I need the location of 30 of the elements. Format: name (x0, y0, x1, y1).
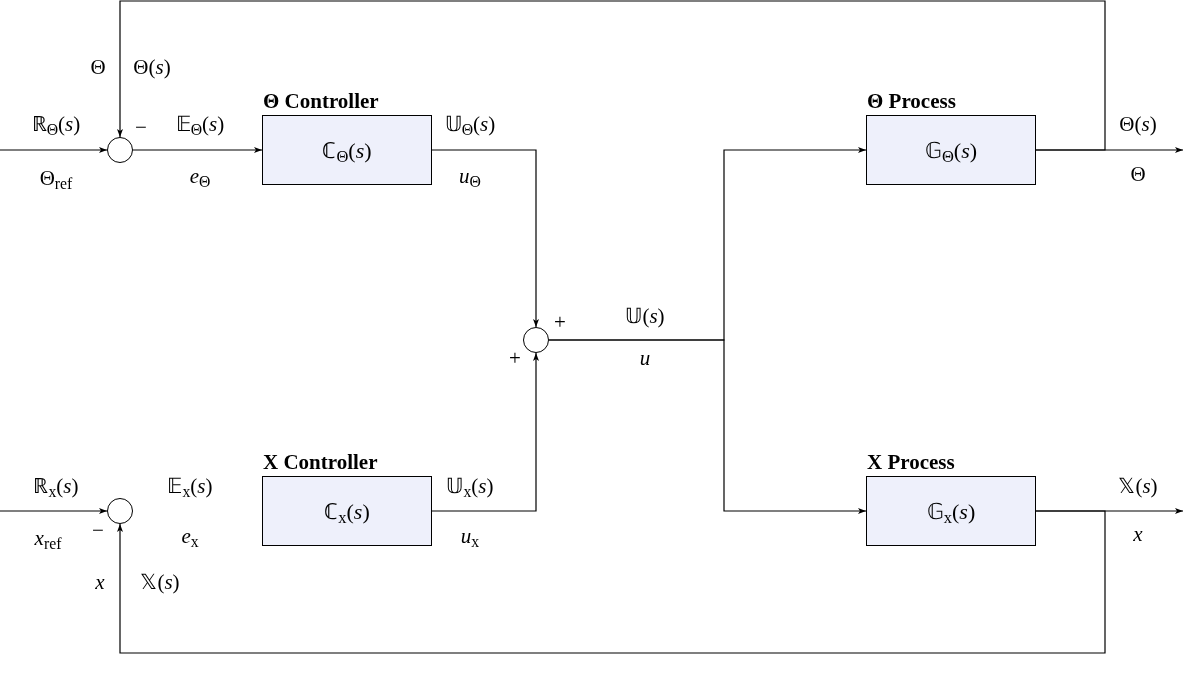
summing-junction (107, 137, 133, 163)
block-title: X Controller (263, 452, 378, 473)
arrow (1035, 147, 1184, 153)
arrow (431, 352, 539, 512)
transfer-function: ℂ$_{x}$(s) (324, 497, 370, 528)
arrow (0, 508, 108, 514)
transfer-function: 𝔾$_{Θ}$(s) (924, 136, 978, 167)
block-title: Θ Controller (263, 91, 379, 112)
transfer-function: 𝔾$_{x}$(s) (926, 497, 976, 528)
math-label: 𝕏(s) (1118, 475, 1158, 497)
block-title: X Process (867, 452, 955, 473)
summing-junction (523, 327, 549, 353)
arrow (132, 147, 263, 153)
arrow (431, 149, 539, 328)
arrow (548, 339, 867, 514)
math-label: 𝔼$_{x}$(s) (167, 475, 213, 497)
math-label: 𝕏(s) (140, 571, 180, 593)
summing-junction (107, 498, 133, 524)
math-label: Θ(s) (133, 56, 171, 78)
math-label: Θ(s) (1119, 113, 1157, 135)
arrow (0, 147, 108, 153)
arrow (117, 0, 1106, 151)
math-label: ℝ$_{Θ}$(s) (31, 113, 81, 135)
transfer-function: ℂ$_{Θ}$(s) (322, 136, 372, 167)
math-label: ℝ$_{x}$(s) (33, 475, 79, 497)
block-title: Θ Process (867, 91, 956, 112)
arrow (117, 510, 1106, 654)
math-label: 𝕌$_{x}$(s) (446, 475, 494, 497)
math-label: 𝔼$_{Θ}$(s) (175, 113, 225, 135)
math-label: 𝕌$_{Θ}$(s) (444, 113, 496, 135)
